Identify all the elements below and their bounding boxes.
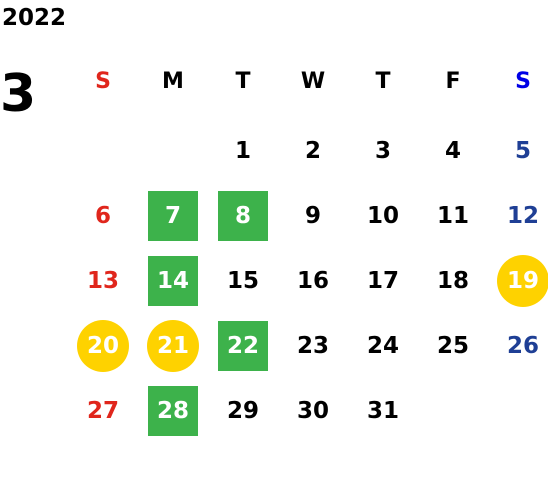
weekday-header-wed: W	[300, 69, 326, 94]
day-number: 31	[366, 398, 399, 424]
day-number: 17	[366, 268, 399, 294]
day-cell: 16	[288, 256, 338, 306]
day-cell: 28	[148, 386, 198, 436]
day-cell: 15	[218, 256, 268, 306]
day-cell: 20	[77, 320, 129, 372]
day-number: 20	[86, 333, 119, 359]
month-number: 3	[0, 64, 37, 124]
day-number: 28	[156, 398, 189, 424]
weekday-header-fri: F	[445, 69, 461, 94]
day-number: 2	[304, 138, 321, 164]
weekday-header-sat: S	[515, 69, 531, 94]
day-cell: 22	[218, 321, 268, 371]
day-number: 5	[514, 138, 531, 164]
day-cell: 10	[358, 191, 408, 241]
day-number: 25	[436, 333, 469, 359]
day-cell: 26	[498, 321, 548, 371]
day-number: 4	[444, 138, 461, 164]
day-number: 6	[94, 203, 111, 229]
day-number: 7	[164, 203, 181, 229]
day-cell: 13	[78, 256, 128, 306]
day-number: 3	[374, 138, 391, 164]
highlight-square	[148, 386, 198, 436]
day-cell: 14	[148, 256, 198, 306]
day-number: 23	[296, 333, 329, 359]
day-number: 8	[234, 203, 251, 229]
day-cell: 29	[218, 386, 268, 436]
highlight-circle	[497, 255, 548, 307]
day-number: 18	[436, 268, 469, 294]
day-cell: 27	[78, 386, 128, 436]
day-number: 16	[296, 268, 329, 294]
weekday-header-thu: T	[375, 69, 391, 94]
day-cell: 31	[358, 386, 408, 436]
day-number: 1	[234, 138, 251, 164]
day-number: 22	[226, 333, 259, 359]
day-cell: 6	[78, 191, 128, 241]
day-cell: 4	[428, 126, 478, 176]
day-number: 9	[304, 203, 321, 229]
day-cell: 30	[288, 386, 338, 436]
day-cell: 19	[497, 255, 548, 307]
day-cell: 2	[288, 126, 338, 176]
day-cell: 18	[428, 256, 478, 306]
day-number: 26	[506, 333, 539, 359]
day-cell: 12	[498, 191, 548, 241]
highlight-square	[218, 191, 268, 241]
day-number: 12	[506, 203, 539, 229]
weekday-header-mon: M	[162, 69, 184, 94]
highlight-circle	[147, 320, 199, 372]
day-cell: 25	[428, 321, 478, 371]
day-number: 10	[366, 203, 399, 229]
day-cell: 11	[428, 191, 478, 241]
day-number: 13	[86, 268, 119, 294]
year-label: 2022	[2, 5, 67, 31]
day-cell: 17	[358, 256, 408, 306]
day-number: 24	[366, 333, 399, 359]
day-number: 15	[226, 268, 259, 294]
day-cell: 24	[358, 321, 408, 371]
day-number: 27	[86, 398, 119, 424]
day-cell: 3	[358, 126, 408, 176]
day-number: 11	[436, 203, 469, 229]
day-cell: 1	[218, 126, 268, 176]
weekday-header-sun: S	[95, 69, 111, 94]
day-cell: 8	[218, 191, 268, 241]
day-cell: 21	[147, 320, 199, 372]
day-cell: 5	[498, 126, 548, 176]
weekday-header-tue: T	[235, 69, 251, 94]
highlight-circle	[77, 320, 129, 372]
day-cell: 23	[288, 321, 338, 371]
day-number: 29	[226, 398, 259, 424]
highlight-square	[148, 191, 198, 241]
highlight-square	[218, 321, 268, 371]
highlight-square	[148, 256, 198, 306]
day-number: 14	[156, 268, 189, 294]
day-number: 19	[506, 268, 539, 294]
day-number: 30	[296, 398, 329, 424]
day-cell: 9	[288, 191, 338, 241]
day-number: 21	[156, 333, 189, 359]
day-cell: 7	[148, 191, 198, 241]
